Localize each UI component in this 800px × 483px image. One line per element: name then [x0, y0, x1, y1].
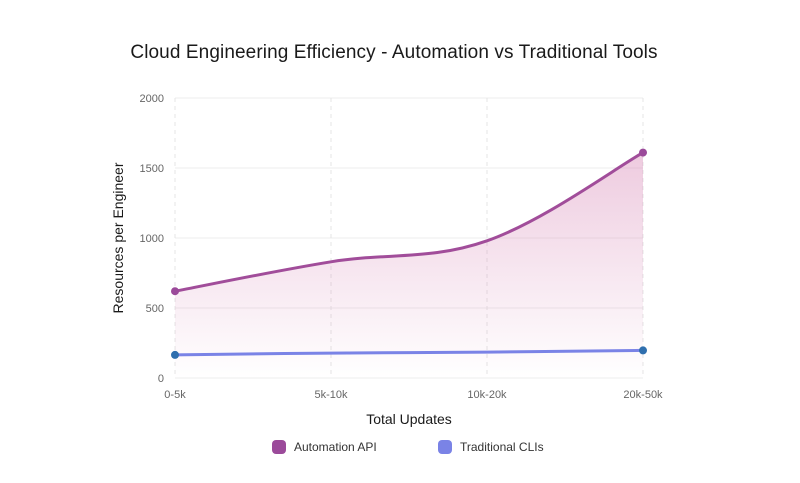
x-tick-label: 5k-10k [314, 389, 348, 401]
chart-title: Cloud Engineering Efficiency - Automatio… [130, 42, 658, 63]
y-tick-label: 1500 [140, 163, 164, 175]
legend-label-traditional-clis: Traditional CLIs [460, 440, 544, 454]
area-automation-api [175, 152, 643, 378]
legend-swatch-automation-api [272, 440, 286, 454]
point-automation-api [639, 148, 647, 157]
line-automation-api [173, 151, 645, 293]
legend-item-traditional-clis[interactable]: Traditional CLIs [438, 440, 544, 454]
x-tick-label: 20k-50k [623, 389, 663, 401]
point-traditional-clis [171, 350, 179, 359]
line-traditional-clis [173, 348, 645, 357]
point-automation-api [171, 287, 179, 296]
x-tick-labels: 0-5k 5k-10k 10k-20k 20k-50k [164, 389, 663, 401]
x-tick-label: 0-5k [164, 389, 186, 401]
series-group [171, 148, 647, 378]
y-axis-title: Resources per Engineer [110, 162, 126, 313]
legend-swatch-traditional-clis [438, 440, 452, 454]
legend-label-automation-api: Automation API [294, 440, 377, 454]
y-tick-label: 500 [146, 303, 164, 315]
point-traditional-clis [639, 346, 647, 355]
legend: Automation API Traditional CLIs [0, 440, 800, 460]
y-tick-labels: 0 500 1000 1500 2000 [140, 93, 164, 385]
legend-item-automation-api[interactable]: Automation API [272, 440, 377, 454]
y-tick-label: 2000 [140, 93, 164, 105]
y-tick-label: 0 [158, 373, 164, 385]
y-tick-label: 1000 [140, 233, 164, 245]
x-tick-label: 10k-20k [467, 389, 507, 401]
x-axis-title: Total Updates [366, 411, 452, 427]
